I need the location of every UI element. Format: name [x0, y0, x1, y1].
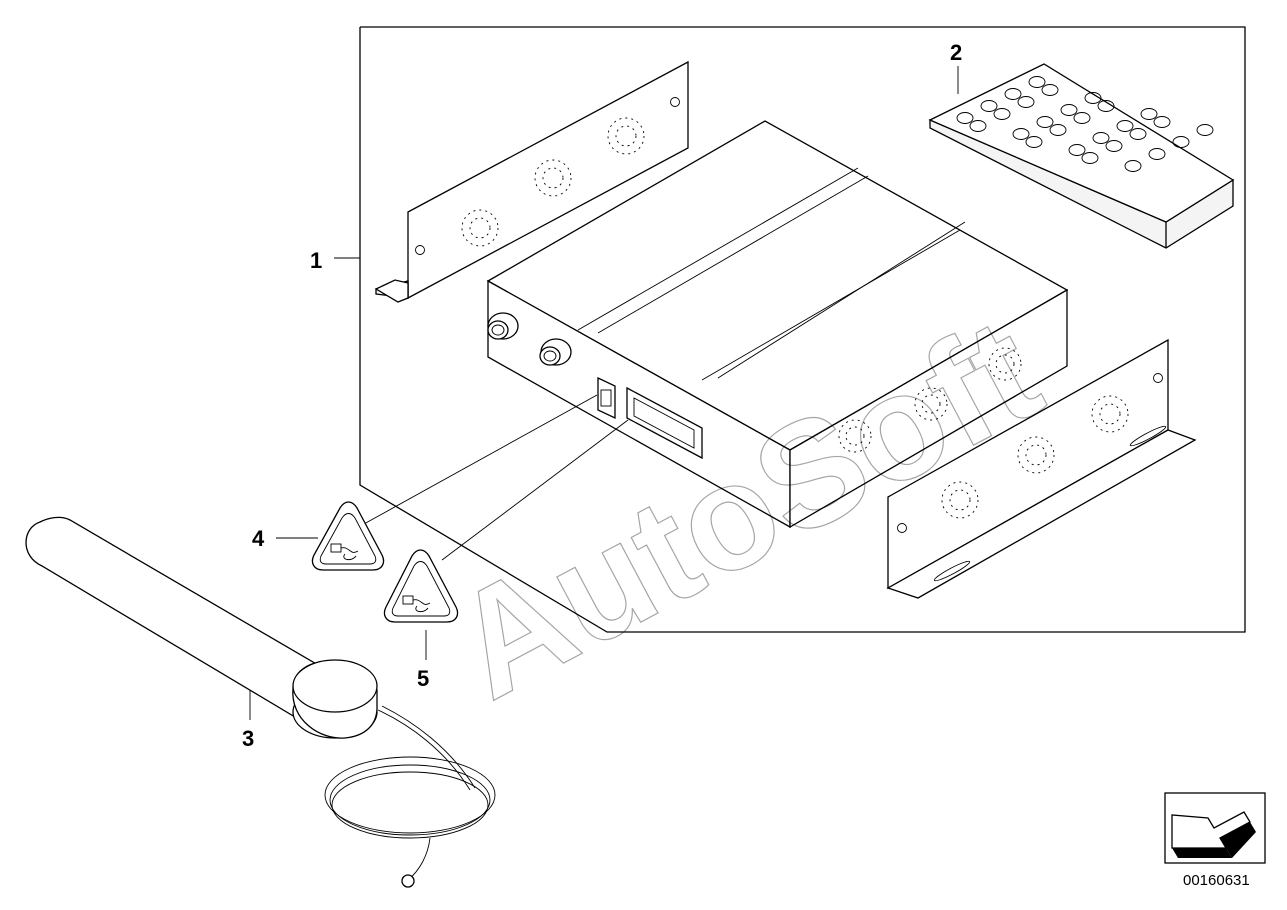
- warning-label-4: [311, 501, 385, 571]
- remote-button: [1025, 136, 1043, 148]
- remote-button: [1092, 132, 1110, 144]
- remote-button: [1116, 120, 1134, 132]
- remote-button: [1084, 92, 1102, 104]
- warning-label-5: [383, 549, 459, 623]
- remote-button: [1097, 100, 1115, 112]
- callout-5: 5: [417, 666, 429, 691]
- remote-button: [1196, 124, 1214, 136]
- remote-button: [1036, 116, 1054, 128]
- remote-button: [1172, 136, 1190, 148]
- remote-button: [980, 100, 998, 112]
- plug-socket-small: [597, 376, 616, 420]
- main-control-unit: [486, 120, 1069, 529]
- remote-button: [1124, 160, 1142, 172]
- leader-line-label-5: [441, 419, 629, 561]
- remote-button: [1028, 76, 1046, 88]
- callout-2: 2: [950, 40, 962, 65]
- warning-triangle-icon: [330, 543, 359, 561]
- callout-4: 4: [252, 526, 265, 551]
- antenna: [25, 516, 496, 888]
- remote-button: [1017, 96, 1035, 108]
- remote-button: [1105, 140, 1123, 152]
- plug-socket-large: [626, 386, 703, 460]
- remote-button: [969, 120, 987, 132]
- remote-button: [1012, 128, 1030, 140]
- mounting-bracket-right: [886, 338, 1197, 599]
- mounting-bracket-left: [374, 60, 689, 303]
- remote-button: [956, 112, 974, 124]
- remote-button: [1081, 152, 1099, 164]
- remote-button: [1041, 84, 1059, 96]
- remote-button: [1148, 148, 1166, 160]
- callout-3: 3: [242, 726, 254, 751]
- remote-button: [993, 108, 1011, 120]
- callout-1: 1: [310, 248, 322, 273]
- antenna-connector-2: [539, 338, 572, 366]
- antenna-connector-1: [487, 312, 519, 340]
- remote-button: [1068, 144, 1086, 156]
- remote-button: [1049, 124, 1067, 136]
- assembly-frame: [359, 26, 1246, 633]
- warning-triangle-icon: [402, 595, 431, 613]
- document-number: 00160631: [1183, 872, 1250, 889]
- orientation-arrow-icon: [1164, 792, 1266, 864]
- remote-control: [928, 63, 1235, 249]
- remote-button: [1129, 128, 1147, 140]
- remote-button: [1153, 116, 1171, 128]
- remote-button: [1060, 104, 1078, 116]
- remote-button: [1073, 112, 1091, 124]
- remote-button: [1004, 88, 1022, 100]
- leader-line-label-4: [363, 394, 598, 525]
- remote-button: [1140, 108, 1158, 120]
